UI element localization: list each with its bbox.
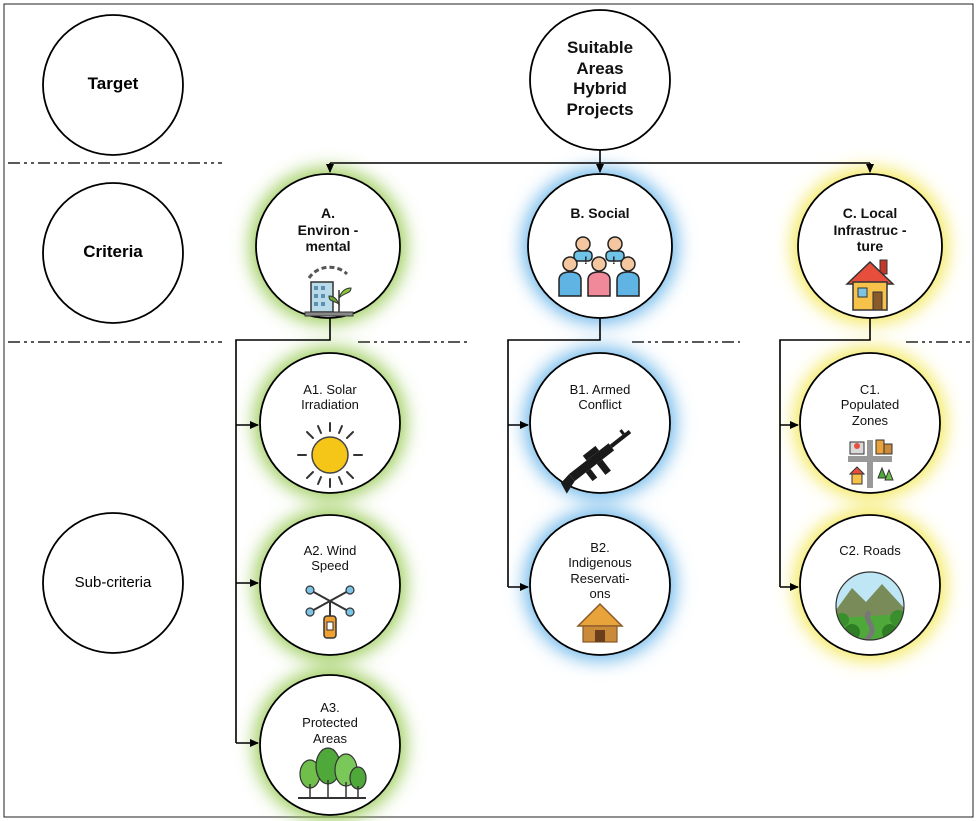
sub-c2-label: C2. Roads <box>815 543 925 558</box>
connector-b-trunk <box>507 318 601 587</box>
criterion-c-line-3: ture <box>856 238 884 255</box>
sub-b2-label: B2. Indigenous Reservati- ons <box>545 540 655 601</box>
goal-line-2: Areas <box>576 58 624 78</box>
level-label-target: Target <box>87 74 139 93</box>
node-sub-b2 <box>529 514 671 656</box>
rifle-icon <box>560 429 632 494</box>
connectors <box>235 147 874 747</box>
forest-icon <box>298 747 367 799</box>
sub-b1-line-1: B1. Armed <box>569 382 631 397</box>
node-criteria-level <box>42 182 184 324</box>
sub-a1-line-2: Irradiation <box>301 397 359 413</box>
connector-a-trunk <box>235 318 331 743</box>
sub-a1-label: A1. Solar Irradiation <box>275 382 385 413</box>
goal-label: Suitable Areas Hybrid Projects <box>545 38 655 121</box>
sun-icon <box>297 422 363 488</box>
criterion-a-line-2: Environ - <box>297 221 359 238</box>
node-goal <box>529 9 671 151</box>
level-label-subcriteria: Sub-criteria <box>74 574 152 591</box>
criterion-c-line-1: C. Local <box>842 205 898 221</box>
sub-c2-line-1: C2. Roads <box>839 543 901 558</box>
sub-a2-label: A2. Wind Speed <box>275 543 385 574</box>
sub-c1-line-3: Zones <box>851 412 889 428</box>
node-sub-a2 <box>259 514 401 656</box>
node-sub-b1 <box>529 352 671 494</box>
city-zone-icon <box>848 439 894 488</box>
goal-line-4: Projects <box>566 100 634 120</box>
sub-a3-label: A3. Protected Areas <box>275 700 385 746</box>
sub-b2-line-1: B2. <box>590 540 610 555</box>
criterion-b-label: B. Social <box>545 205 655 222</box>
sub-c1-line-2: Populated <box>840 397 900 413</box>
sub-a3-line-2: Protected <box>302 715 358 731</box>
sub-b1-line-2: Conflict <box>578 397 622 413</box>
house-icon <box>845 259 895 311</box>
environment-building-leaf-icon <box>304 265 354 317</box>
goal-line-1: Suitable <box>566 38 634 57</box>
sub-b1-label: B1. Armed Conflict <box>545 382 655 413</box>
sub-a1-line-1: A1. Solar <box>303 382 357 397</box>
mountain-road-icon <box>835 571 905 641</box>
criterion-a-line-3: mental <box>305 238 351 255</box>
level-label-criteria: Criteria <box>83 242 143 261</box>
sub-c1-line-1: C1. <box>859 382 881 397</box>
criterion-a-label: A. Environ - mental <box>273 205 383 255</box>
node-sub-c1 <box>799 352 941 494</box>
criterion-b-line-1: B. Social <box>570 205 630 221</box>
svg-text:!: ! <box>612 255 616 267</box>
node-criterion-a <box>255 173 401 319</box>
sub-c1-label: C1. Populated Zones <box>815 382 925 428</box>
goal-line-3: Hybrid <box>573 79 627 99</box>
outer-frame <box>3 3 974 818</box>
node-criterion-c <box>797 173 943 319</box>
node-subcriteria-level <box>42 512 184 654</box>
sub-a3-line-1: A3. <box>320 700 340 715</box>
sub-b2-line-4: ons <box>589 585 611 601</box>
sub-a3-line-3: Areas <box>313 730 347 746</box>
sub-b2-line-2: Indigenous <box>568 555 632 571</box>
criterion-c-label: C. Local Infrastruc - ture <box>815 205 925 255</box>
connector-c-trunk <box>779 318 871 587</box>
anemometer-icon <box>305 585 355 639</box>
nodes <box>42 9 943 816</box>
sub-b2-line-3: Reservati- <box>570 570 630 586</box>
hut-icon <box>576 602 624 643</box>
svg-text:!: ! <box>584 255 588 267</box>
sub-a2-line-1: A2. Wind <box>303 543 357 558</box>
sub-a2-line-2: Speed <box>311 558 349 574</box>
level-separators <box>8 162 970 343</box>
people-group-icon: ! ! <box>558 236 640 297</box>
node-target-level <box>42 14 184 156</box>
criterion-c-line-2: Infrastruc - <box>833 221 907 238</box>
criterion-a-line-1: A. <box>321 205 335 221</box>
